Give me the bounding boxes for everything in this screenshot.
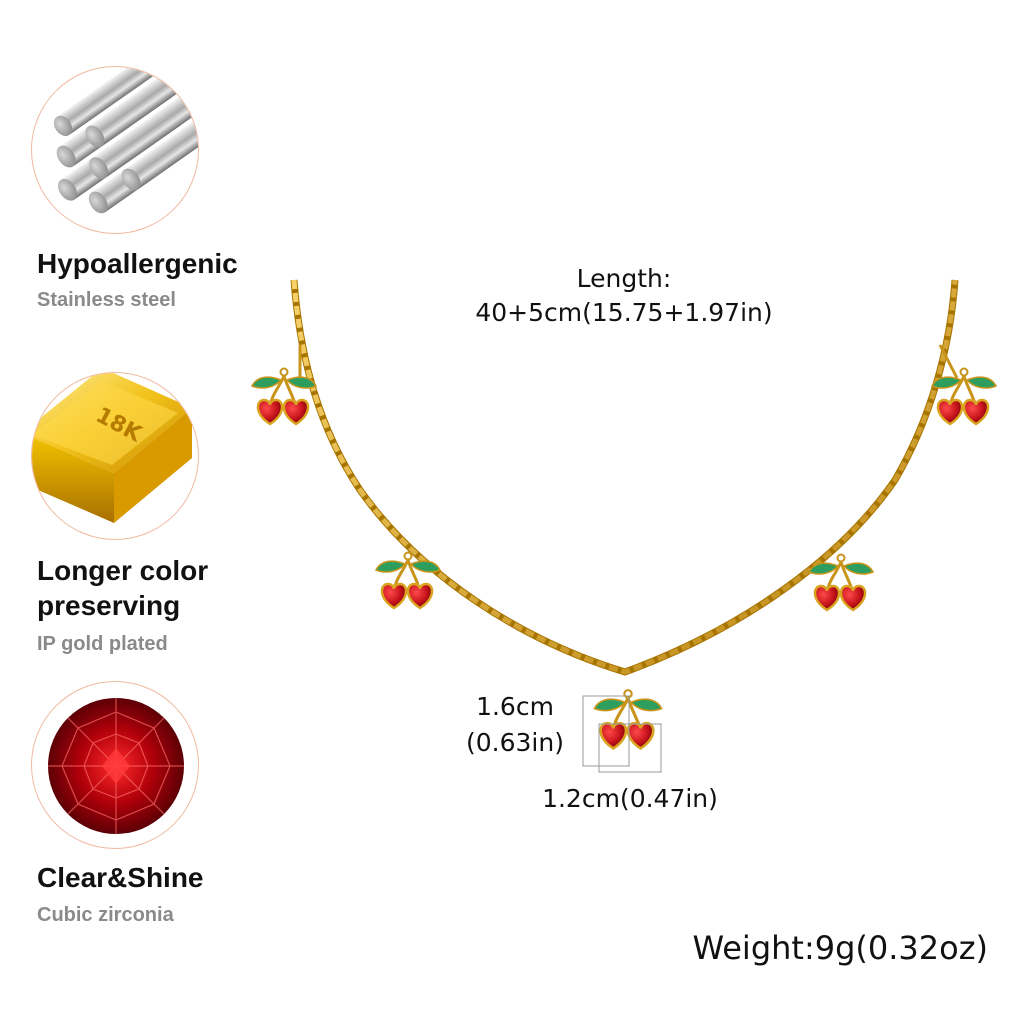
feature-subtitle-ip-gold-plated: IP gold plated	[37, 633, 168, 655]
steel-rods-image	[31, 66, 199, 234]
pendant-height-cm: 1.6cm	[476, 692, 554, 721]
gold-bar-icon: 18K	[32, 373, 192, 523]
pendant-width-box	[598, 723, 662, 773]
necklace-chain	[290, 279, 959, 676]
feature-title-hypoallergenic: Hypoallergenic	[37, 248, 238, 279]
cherry-charm-center	[592, 688, 664, 750]
length-label: Length:	[576, 264, 672, 293]
length-value: 40+5cm(15.75+1.97in)	[475, 298, 773, 327]
cherry-charm	[374, 551, 442, 610]
red-gem-icon	[48, 698, 184, 834]
feature-title-preserving: preserving	[37, 590, 181, 621]
weight-label: Weight:9g(0.32oz)	[692, 929, 988, 967]
pendant-width: 1.2cm(0.47in)	[542, 784, 718, 813]
feature-title-clear-shine: Clear&Shine	[37, 862, 204, 893]
steel-rods-icon	[53, 67, 198, 214]
pendant-height-in: (0.63in)	[466, 728, 564, 757]
gold-bar-image: 18K	[31, 372, 199, 540]
necklace-chain-links	[291, 279, 958, 675]
feature-title-longer-color: Longer color	[37, 555, 209, 586]
feature-subtitle-stainless-steel: Stainless steel	[37, 289, 176, 311]
red-gem-image	[31, 681, 199, 849]
pendant-height-box	[582, 695, 630, 767]
feature-subtitle-cubic-zirconia: Cubic zirconia	[37, 904, 174, 926]
